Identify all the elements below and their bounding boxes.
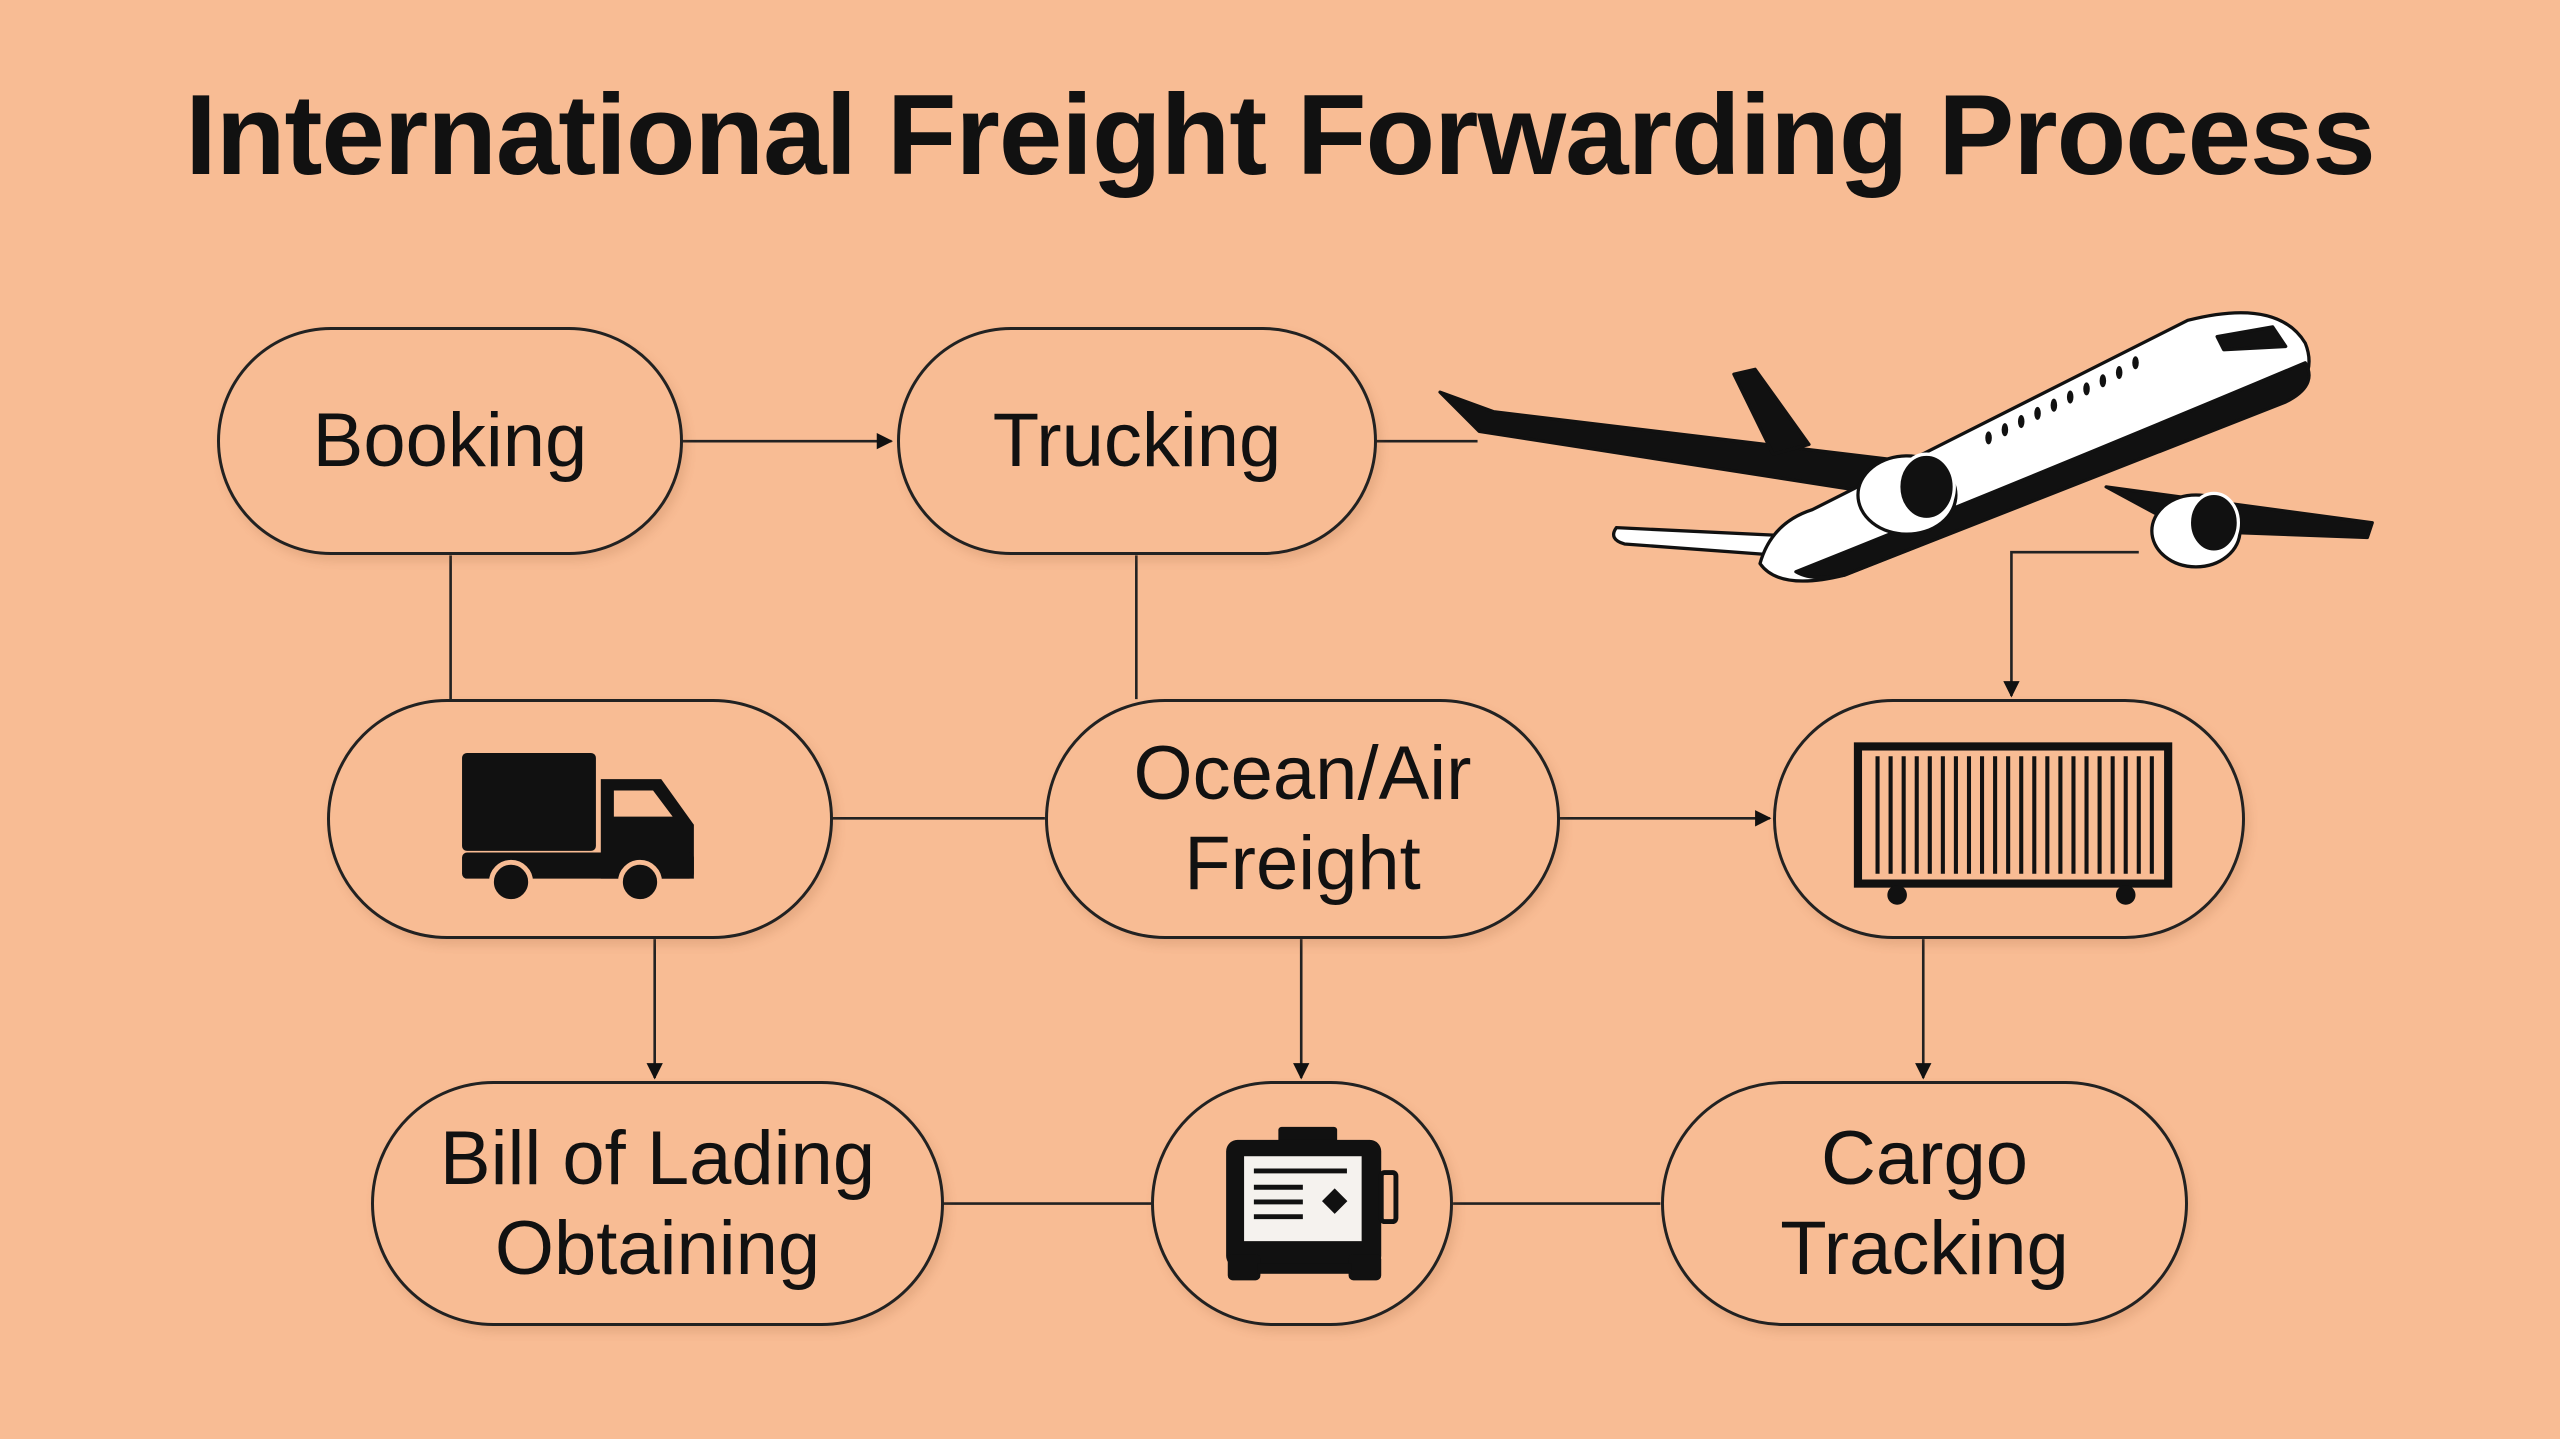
node-trucking-label: Trucking bbox=[992, 398, 1282, 483]
node-ocean-air-label-2: Freight bbox=[1184, 821, 1421, 906]
node-bill-label-2: Obtaining bbox=[494, 1205, 821, 1291]
node-document-icon bbox=[1151, 1081, 1453, 1326]
node-ocean-air-label-1: Ocean/Air bbox=[1133, 731, 1472, 816]
truck-icon bbox=[462, 752, 694, 904]
node-cargo-tracking: Cargo Tracking bbox=[1661, 1081, 2188, 1326]
airplane-icon bbox=[1438, 311, 2374, 583]
node-trucking: Trucking bbox=[897, 327, 1377, 555]
node-cargo-label-1: Cargo bbox=[1821, 1115, 2028, 1201]
node-cargo-label-2: Tracking bbox=[1780, 1205, 2069, 1291]
node-booking: Booking bbox=[217, 327, 683, 555]
page-title: International Freight Forwarding Process bbox=[185, 72, 2376, 199]
arrow-airplane-container bbox=[2003, 550, 2139, 698]
node-ocean-air-freight: Ocean/Air Freight bbox=[1045, 699, 1560, 939]
node-truck-icon bbox=[327, 699, 833, 939]
node-container-icon bbox=[1773, 699, 2245, 939]
node-bill-label-1: Bill of Lading bbox=[439, 1115, 876, 1201]
node-bill-of-lading: Bill of Lading Obtaining bbox=[371, 1081, 944, 1326]
node-booking-label: Booking bbox=[312, 398, 588, 483]
